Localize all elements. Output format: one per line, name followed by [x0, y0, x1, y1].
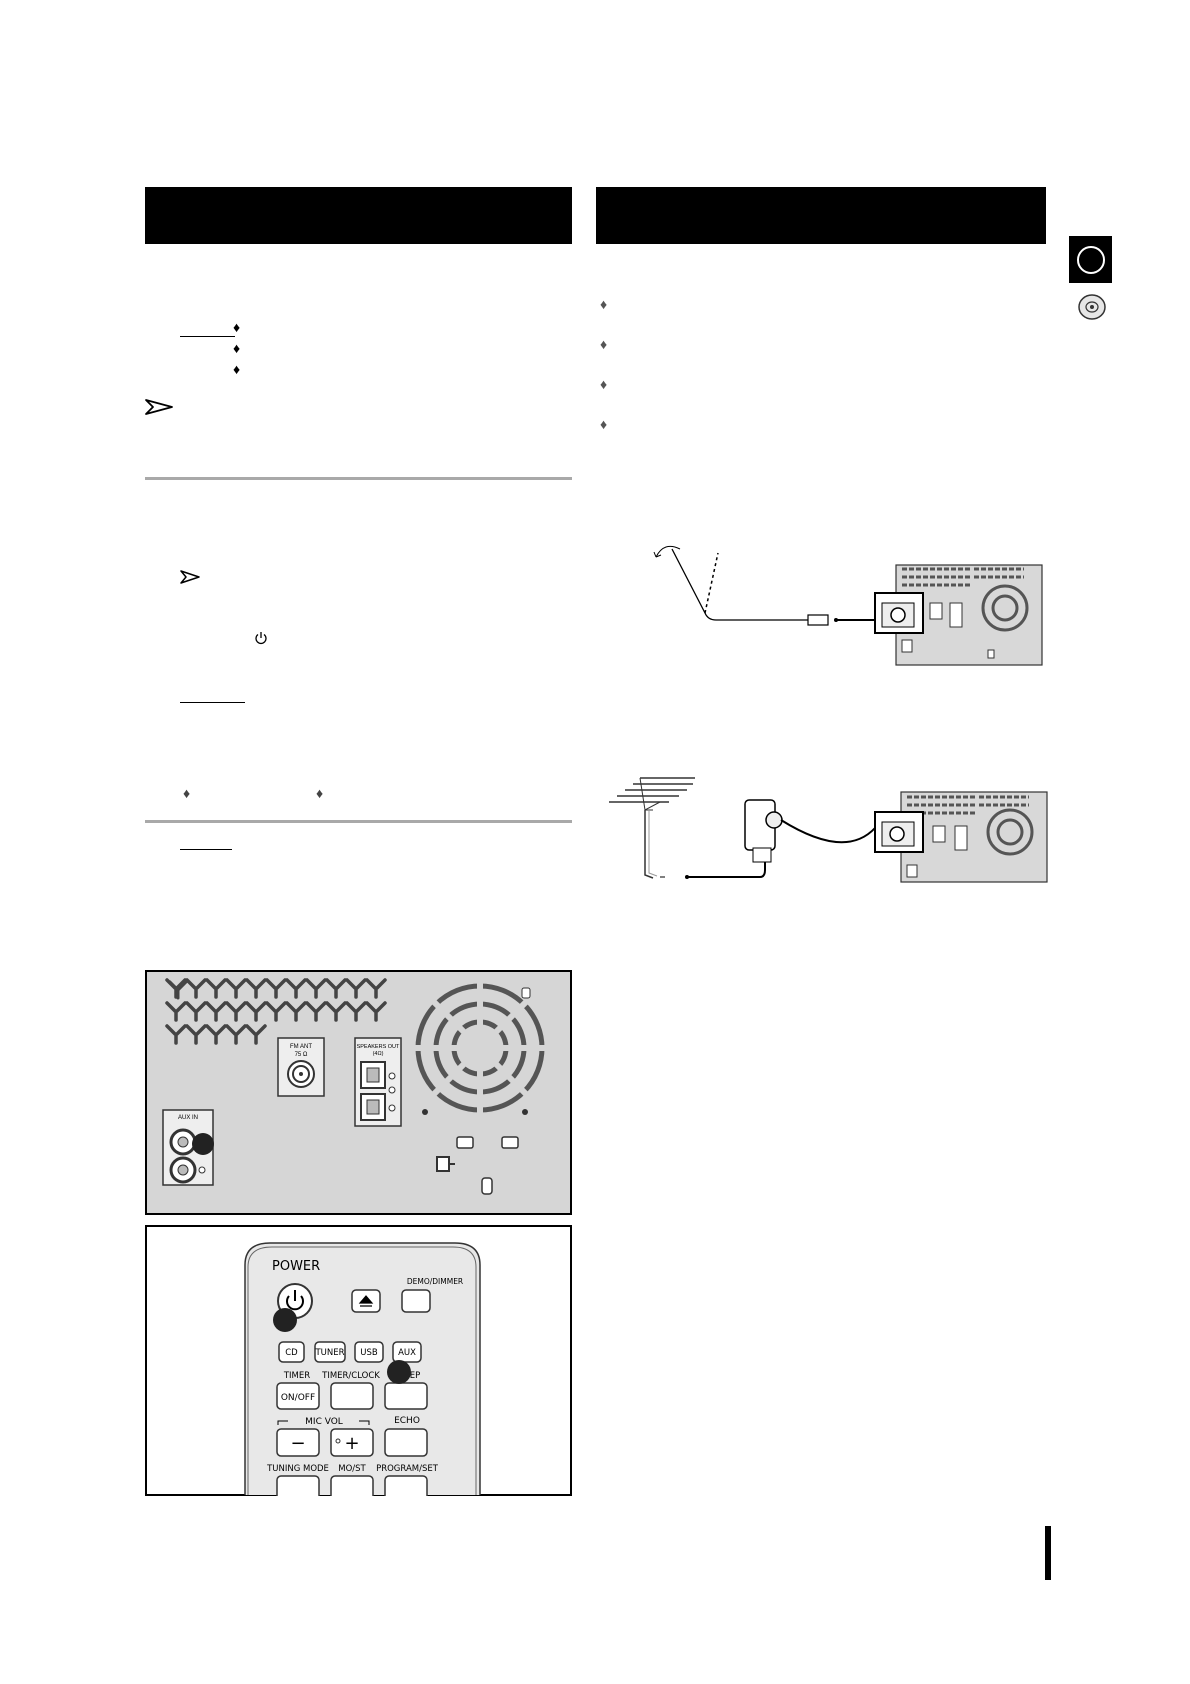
bullet-diamond-icon: ♦: [233, 340, 241, 356]
remote-program-set-label: PROGRAM/SET: [376, 1464, 439, 1474]
arrow-note-icon: [180, 570, 200, 584]
bullet-diamond-icon: ♦: [600, 376, 608, 392]
fm-wire-antenna-diagram: [650, 535, 1050, 670]
language-tab: [1069, 236, 1112, 283]
tab-circle-icon: [1077, 246, 1105, 274]
remote-on-off-label: ON/OFF: [281, 1393, 315, 1403]
underline-2: [180, 702, 245, 703]
bullet-diamond-icon: ♦: [316, 785, 324, 801]
bullet-diamond-icon: ♦: [233, 319, 241, 335]
remote-demo-dimmer-label: DEMO/DIMMER: [407, 1277, 463, 1286]
remote-tuning-mode-label: TUNING MODE: [266, 1464, 329, 1474]
rear-panel-illustration: FM ANT 75 Ω SPEAKERS OUT (4Ω) AUX IN: [145, 970, 572, 1215]
arrow-note-icon: [144, 398, 174, 416]
remote-minus-label: −: [290, 1433, 305, 1454]
bullet-diamond-icon: ♦: [600, 416, 608, 432]
section-divider: [145, 820, 572, 823]
speakers-ohm-label: (4Ω): [373, 1051, 384, 1057]
remote-plus-label: +: [344, 1433, 359, 1454]
section-divider: [145, 477, 572, 480]
bullet-diamond-icon: ♦: [233, 361, 241, 377]
power-icon: [254, 631, 268, 645]
remote-cd-label: CD: [285, 1348, 298, 1358]
underline-3: [180, 849, 232, 850]
fm-ant-label: FM ANT: [290, 1044, 312, 1050]
remote-aux-label: AUX: [398, 1348, 416, 1358]
cd-disc-icon: [1077, 293, 1107, 321]
remote-echo-label: ECHO: [394, 1416, 420, 1426]
fm-ohm-label: 75 Ω: [295, 1052, 308, 1058]
left-section-header: [145, 187, 572, 244]
remote-usb-label: USB: [360, 1348, 378, 1358]
page-edge-marker: [1045, 1526, 1051, 1580]
speakers-out-label: SPEAKERS OUT: [357, 1044, 400, 1050]
bullet-diamond-icon: ♦: [183, 785, 191, 801]
remote-timer-label: TIMER: [283, 1371, 310, 1381]
right-section-header: [596, 187, 1046, 244]
remote-timer-clock-label: TIMER/CLOCK: [321, 1371, 380, 1381]
aux-in-label: AUX IN: [178, 1115, 198, 1121]
remote-illustration: POWER DEMO/DIMMER CD TUNER USB AUX TIMER…: [145, 1225, 572, 1496]
remote-mic-vol-label: MIC VOL: [305, 1417, 343, 1427]
bullet-diamond-icon: ♦: [600, 336, 608, 352]
bullet-diamond-icon: ♦: [600, 296, 608, 312]
underline-1: [180, 336, 235, 337]
remote-power-label: POWER: [272, 1259, 320, 1274]
outdoor-antenna-diagram: [605, 770, 1050, 890]
remote-sleep-label: EP: [410, 1371, 421, 1381]
remote-tuner-label: TUNER: [314, 1348, 344, 1358]
remote-mo-st-label: MO/ST: [338, 1464, 366, 1474]
